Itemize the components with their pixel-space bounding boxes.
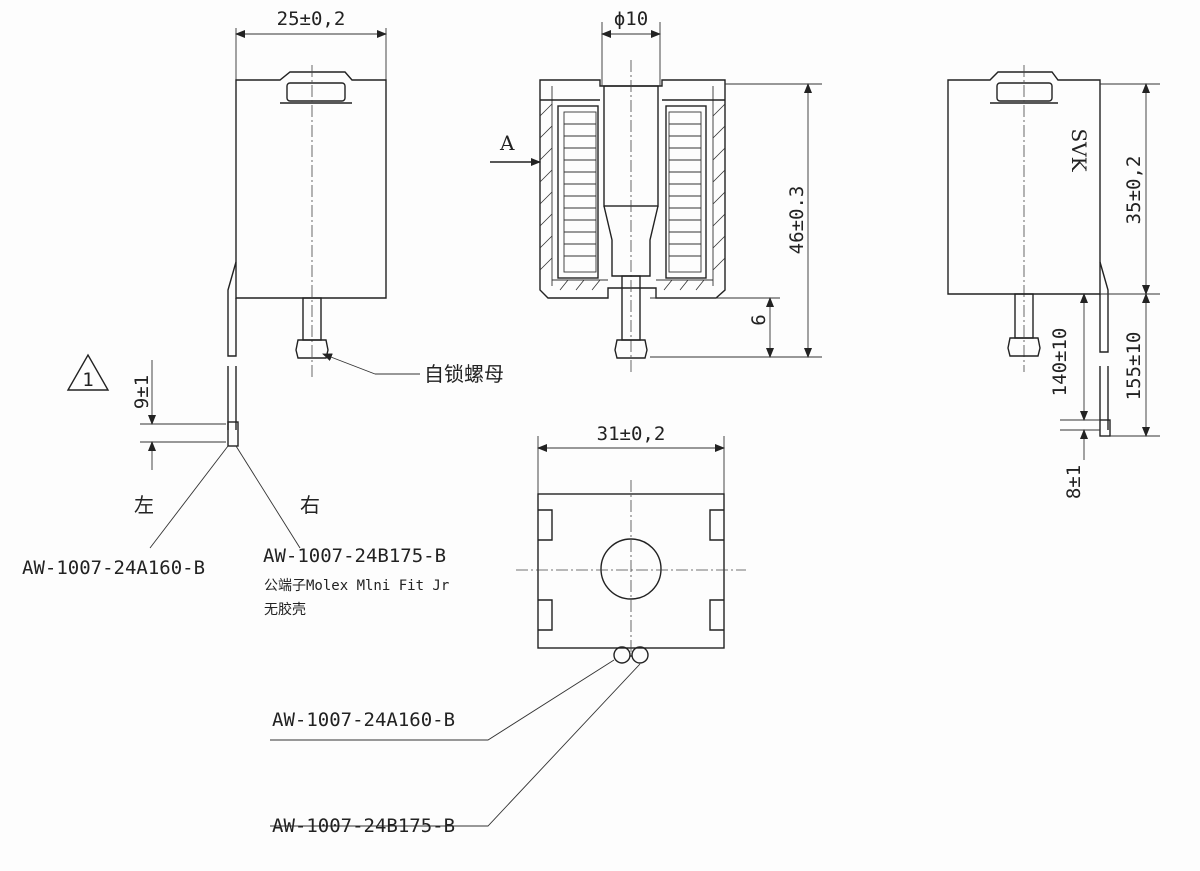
- section-pin-text: 6: [748, 314, 770, 325]
- connector-label: 公端子Molex Mlni Fit Jr: [264, 578, 449, 594]
- bottom-leader-1: [270, 659, 615, 741]
- bottom-leader-2: [270, 663, 641, 827]
- right-label: 右: [300, 493, 320, 517]
- wire-right-label: AW-1007-24B175-B: [263, 545, 446, 567]
- section-view: ϕ10 A 46±0.3: [490, 8, 822, 372]
- lead-9-text: 9±1: [131, 375, 153, 409]
- right-leader: [235, 445, 301, 549]
- bottom-view: 31±0,2 AW-1007-24A160-B AW-1007-24B175-B: [270, 423, 746, 837]
- nut-label: 自锁螺母: [424, 362, 504, 386]
- side-marking: SVK: [1067, 128, 1091, 172]
- bottom-wire-2: AW-1007-24B175-B: [272, 815, 455, 837]
- side-view: SVK 35±0,2 155±10 140±10 8±1: [947, 65, 1160, 499]
- lead-155-text: 155±10: [1123, 332, 1145, 401]
- bottom-width-text: 31±0,2: [597, 423, 666, 445]
- lead-8-text: 8±1: [1063, 465, 1085, 499]
- bottom-wire-1: AW-1007-24A160-B: [272, 709, 455, 731]
- warning-number: 1: [82, 369, 93, 391]
- left-leader: [149, 445, 229, 549]
- front-view: 25±0,2: [227, 8, 387, 447]
- no-housing-label: 无胶壳: [264, 601, 306, 618]
- side-height-text: 35±0,2: [1123, 156, 1145, 225]
- diameter-text: ϕ10: [614, 8, 648, 30]
- left-label: 左: [134, 493, 154, 517]
- section-marker: A: [499, 131, 515, 155]
- wire-left-label: AW-1007-24A160-B: [22, 557, 205, 579]
- warning-triangle: 1: [66, 353, 110, 391]
- front-width-text: 25±0,2: [277, 8, 346, 30]
- lead-140-text: 140±10: [1049, 328, 1071, 397]
- section-height-text: 46±0.3: [786, 186, 808, 255]
- nut-leader: [322, 353, 376, 375]
